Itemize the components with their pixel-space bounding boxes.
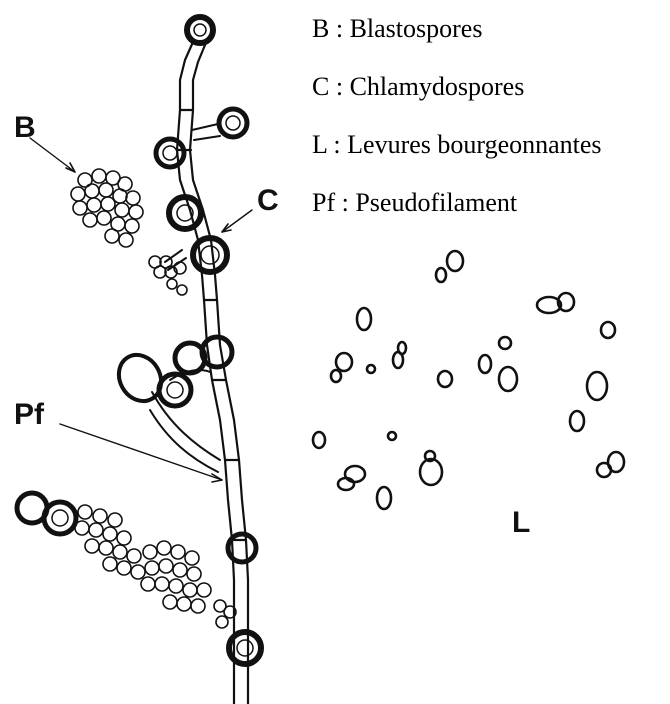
blastospore-cluster-lower (75, 505, 236, 628)
budding-yeast (537, 293, 574, 313)
budding-yeast (393, 342, 406, 368)
chlamydospore (169, 197, 201, 229)
label-pf: Pf (14, 398, 45, 431)
budding-yeast (388, 432, 396, 440)
budding-yeast (338, 466, 365, 490)
budding-yeast (479, 355, 491, 373)
budding-yeast (597, 452, 624, 477)
label-b: B (14, 111, 36, 144)
chlamydospores (17, 17, 261, 664)
budding-yeast (420, 451, 442, 485)
budding-yeast (367, 365, 375, 373)
chlamydospore (202, 337, 232, 367)
budding-yeasts (313, 251, 624, 509)
chlamydospore (156, 139, 184, 167)
chlamydospore (187, 17, 213, 43)
chlamydospore (219, 109, 247, 137)
budding-yeast (570, 411, 584, 431)
label-c: C (257, 184, 279, 217)
budding-yeast (377, 487, 391, 509)
arrow-c (222, 210, 252, 232)
budding-yeast (438, 371, 452, 387)
chlamydospore (44, 502, 76, 534)
budding-yeast (587, 372, 607, 400)
chlamydospore (159, 374, 191, 406)
label-l: L (512, 506, 530, 539)
budding-yeast (331, 353, 352, 382)
blastospore-cluster-upper (71, 169, 187, 295)
arrow-pf (60, 424, 222, 480)
arrow-b (30, 138, 75, 172)
budding-yeast (601, 322, 615, 338)
budding-yeast (436, 251, 463, 282)
budding-yeast (313, 432, 325, 448)
chlamydospore (193, 238, 227, 272)
budding-yeast (499, 367, 517, 391)
pseudofilament-branches (150, 124, 220, 472)
budding-yeast (357, 308, 371, 330)
budding-yeast (499, 337, 511, 349)
